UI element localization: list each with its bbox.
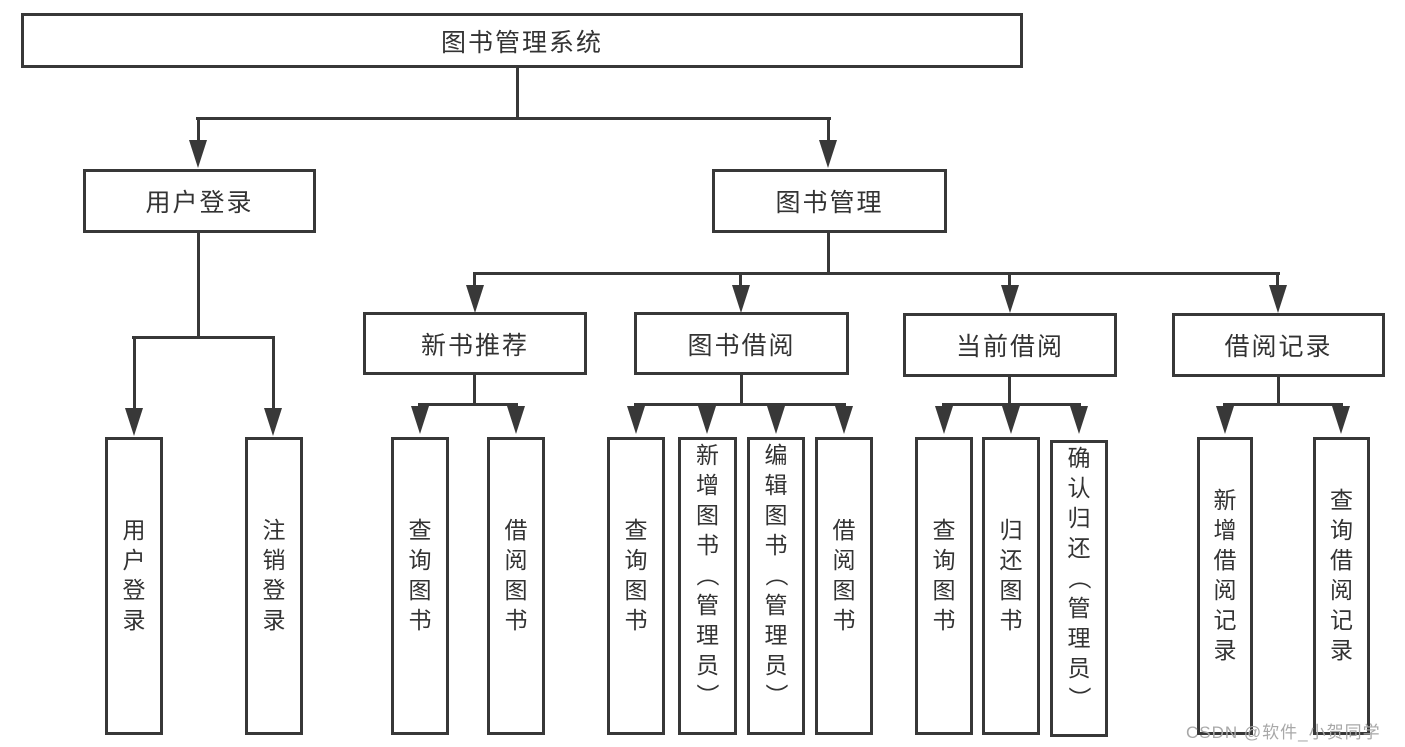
node-label: 当前借阅 bbox=[955, 333, 1064, 361]
leaf-label: 查询图书 bbox=[624, 517, 648, 633]
connector-arrow-icon bbox=[627, 406, 645, 434]
connector-arrow-icon bbox=[411, 406, 429, 434]
leaf-edit-book-admin: 编辑图书（管理员） bbox=[747, 437, 805, 735]
connector-line bbox=[197, 119, 200, 142]
connector-line bbox=[1277, 377, 1280, 405]
node-borrow-record: 借阅记录 bbox=[1172, 313, 1385, 377]
leaf-label: 新增图书（管理员） bbox=[694, 442, 721, 707]
leaf-borrow-book: 借阅图书 bbox=[815, 437, 873, 735]
connector-line bbox=[197, 233, 200, 339]
connector-arrow-icon bbox=[1269, 285, 1287, 313]
connector-arrow-icon bbox=[507, 406, 525, 434]
node-new-book-recommend: 新书推荐 bbox=[363, 312, 587, 375]
connector-arrow-icon bbox=[466, 285, 484, 313]
connector-line bbox=[272, 339, 275, 409]
leaf-query-borrow-record: 查询借阅记录 bbox=[1313, 437, 1370, 735]
node-label: 图书借阅 bbox=[687, 331, 796, 360]
connector-line bbox=[473, 275, 476, 287]
connector-line bbox=[942, 403, 1081, 406]
leaf-label: 借阅图书 bbox=[504, 517, 528, 633]
connector-line bbox=[1223, 403, 1343, 406]
node-root: 图书管理系统 bbox=[21, 13, 1023, 68]
leaf-query-book-current: 查询图书 bbox=[915, 437, 973, 735]
leaf-add-borrow-record: 新增借阅记录 bbox=[1197, 437, 1253, 735]
connector-line bbox=[1008, 275, 1011, 287]
leaf-confirm-return-admin: 确认归还（管理员） bbox=[1050, 440, 1108, 737]
connector-arrow-icon bbox=[1070, 406, 1088, 434]
connector-line bbox=[473, 272, 1280, 275]
leaf-label: 查询图书 bbox=[408, 517, 432, 633]
connector-line bbox=[132, 336, 275, 339]
node-user-login: 用户登录 bbox=[83, 169, 316, 233]
connector-arrow-icon bbox=[189, 140, 207, 168]
connector-line bbox=[196, 117, 831, 120]
leaf-label: 用户登录 bbox=[122, 517, 146, 633]
connector-arrow-icon bbox=[125, 408, 143, 436]
leaf-return-book: 归还图书 bbox=[982, 437, 1040, 735]
leaf-label: 确认归还（管理员） bbox=[1066, 444, 1092, 710]
node-book-management: 图书管理 bbox=[712, 169, 947, 233]
connector-line bbox=[473, 375, 476, 405]
node-label: 新书推荐 bbox=[420, 331, 529, 360]
leaf-label: 注销登录 bbox=[262, 517, 286, 633]
connector-arrow-icon bbox=[1002, 406, 1020, 434]
leaf-label: 新增借阅记录 bbox=[1213, 487, 1237, 663]
connector-arrow-icon bbox=[767, 406, 785, 434]
connector-line bbox=[739, 275, 742, 287]
connector-line bbox=[1008, 377, 1011, 405]
csdn-watermark: CSDN @软件_小贺同学 bbox=[1186, 723, 1381, 742]
connector-line bbox=[827, 119, 830, 142]
leaf-borrow-book-recommend: 借阅图书 bbox=[487, 437, 545, 735]
node-current-borrow: 当前借阅 bbox=[903, 313, 1117, 377]
connector-line bbox=[827, 233, 830, 275]
leaf-query-book-recommend: 查询图书 bbox=[391, 437, 449, 735]
node-label: 图书管理 bbox=[775, 189, 884, 217]
connector-arrow-icon bbox=[1216, 406, 1234, 434]
leaf-label: 查询图书 bbox=[932, 517, 956, 633]
connector-arrow-icon bbox=[835, 406, 853, 434]
leaf-label: 借阅图书 bbox=[832, 517, 856, 633]
node-book-borrow: 图书借阅 bbox=[634, 312, 849, 375]
connector-line bbox=[133, 339, 136, 409]
leaf-user-login: 用户登录 bbox=[105, 437, 163, 735]
connector-line bbox=[516, 68, 519, 118]
connector-line bbox=[418, 403, 518, 406]
leaf-label: 查询借阅记录 bbox=[1330, 487, 1353, 663]
connector-arrow-icon bbox=[819, 140, 837, 168]
node-label: 用户登录 bbox=[145, 189, 254, 217]
node-root-label: 图书管理系统 bbox=[440, 28, 603, 57]
connector-arrow-icon bbox=[264, 408, 282, 436]
connector-arrow-icon bbox=[1001, 285, 1019, 313]
connector-line bbox=[1276, 275, 1279, 287]
leaf-label: 归还图书 bbox=[999, 517, 1023, 633]
leaf-add-book-admin: 新增图书（管理员） bbox=[678, 437, 737, 735]
connector-line bbox=[634, 403, 846, 406]
connector-arrow-icon bbox=[935, 406, 953, 434]
leaf-logout: 注销登录 bbox=[245, 437, 303, 735]
leaf-query-book-borrow: 查询图书 bbox=[607, 437, 665, 735]
node-label: 借阅记录 bbox=[1224, 333, 1333, 361]
connector-line bbox=[740, 375, 743, 405]
leaf-label: 编辑图书（管理员） bbox=[763, 442, 789, 707]
connector-arrow-icon bbox=[1332, 406, 1350, 434]
connector-arrow-icon bbox=[698, 406, 716, 434]
connector-arrow-icon bbox=[732, 285, 750, 313]
